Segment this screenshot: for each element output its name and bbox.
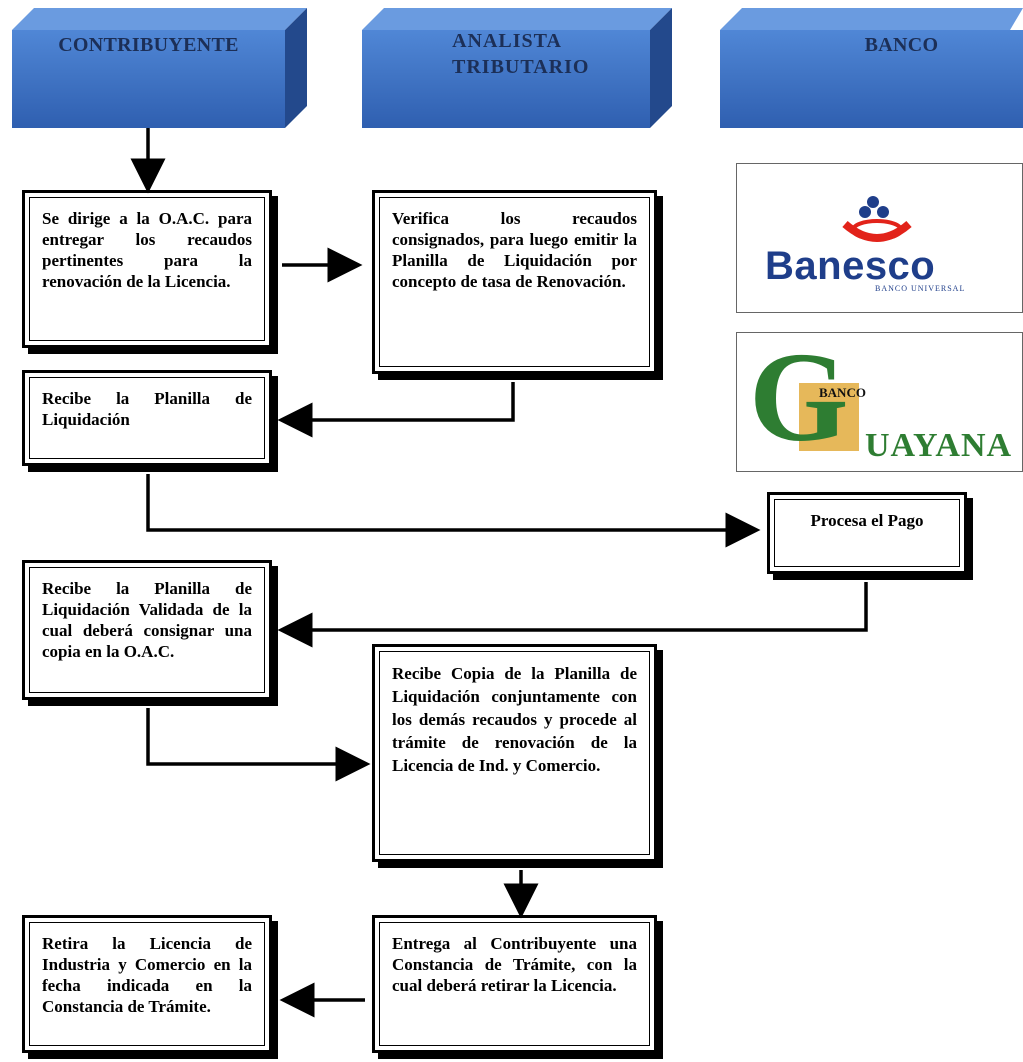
step-verifica-recaudos: Verifica los recaudos consignados, para … xyxy=(372,190,657,374)
step-retira-licencia: Retira la Licencia de Industria y Comerc… xyxy=(22,915,272,1053)
step-text: Recibe la Planilla de Liquidación Valida… xyxy=(29,567,265,693)
step-recibe-planilla-validada: Recibe la Planilla de Liquidación Valida… xyxy=(22,560,272,700)
banesco-tagline: BANCO UNIVERSAL xyxy=(875,284,966,293)
guayana-big-g: G xyxy=(749,326,849,468)
guayana-logo-mark xyxy=(799,383,859,451)
lane-label-analista: ANALISTA TRIBUTARIO xyxy=(452,30,590,78)
banesco-logo: Banesco BANCO UNIVERSAL xyxy=(736,163,1023,313)
lane-label-contribuyente: CONTRIBUYENTE xyxy=(58,34,239,56)
step-text: Verifica los recaudos consignados, para … xyxy=(379,197,650,367)
lane-block-shape xyxy=(720,8,1023,128)
step-text: Retira la Licencia de Industria y Comerc… xyxy=(29,922,265,1046)
lane-header-analista: ANALISTA TRIBUTARIO xyxy=(362,8,672,128)
lane-header-contribuyente: CONTRIBUYENTE xyxy=(12,8,307,128)
banesco-logo-mark xyxy=(842,196,912,242)
lane-block-shape xyxy=(362,8,672,128)
guayana-banco-text: BANCO xyxy=(819,385,866,400)
banco-guayana-logo: G BANCO UAYANA xyxy=(736,327,1023,472)
step-procesa-pago: Procesa el Pago xyxy=(767,492,967,574)
lane-header-banco: BANCO xyxy=(720,8,1023,128)
step-text: Se dirige a la O.A.C. para entregar los … xyxy=(29,197,265,341)
lane-label-banco: BANCO xyxy=(864,34,939,56)
step-text: Recibe Copia de la Planilla de Liquidaci… xyxy=(379,651,650,855)
lane-block-shape xyxy=(12,8,307,128)
guayana-wordmark: UAYANA xyxy=(865,427,1013,464)
arrow-to-procesa-pago xyxy=(146,474,761,548)
step-recibe-planilla: Recibe la Planilla de Liquidación xyxy=(22,370,272,466)
step-text: Procesa el Pago xyxy=(774,499,960,567)
step-recibe-copia: Recibe Copia de la Planilla de Liquidaci… xyxy=(372,644,657,862)
banesco-wordmark: Banesco xyxy=(765,244,936,288)
step-dirige-oac: Se dirige a la O.A.C. para entregar los … xyxy=(22,190,272,348)
step-text: Recibe la Planilla de Liquidación xyxy=(29,377,265,459)
step-text: Entrega al Contribuyente una Constancia … xyxy=(379,922,650,1046)
step-entrega-constancia: Entrega al Contribuyente una Constancia … xyxy=(372,915,657,1053)
arrow-to-recibe-validada xyxy=(277,582,868,648)
arrow-to-recibe-planilla xyxy=(277,382,515,438)
arrow-to-recibe-copia xyxy=(146,708,371,782)
